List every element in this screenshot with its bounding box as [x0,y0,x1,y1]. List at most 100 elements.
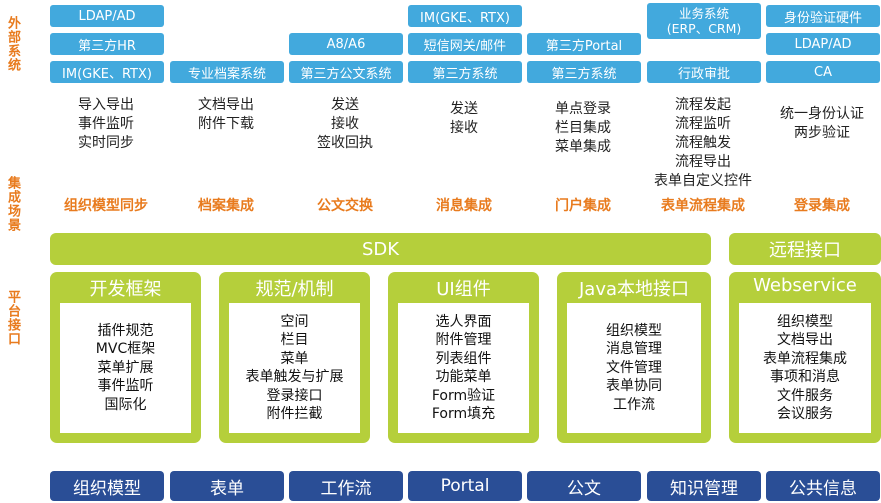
scenario-label: 档案集成 [198,198,254,214]
scenario-label: 公文交换 [317,198,373,214]
module-item: Form验证 [431,387,496,404]
module-body: 组织模型 文档导出 表单流程集成 事项和消息 文件服务 会议服务 [739,303,871,433]
external-system-pill: 第三方HR [50,33,164,55]
external-system-pill: 第三方公文系统 [289,61,403,83]
nav-button-form[interactable]: 表单 [170,471,284,501]
module-body: 空间 栏目 菜单 表单触发与扩展 登录接口 附件拦截 [229,303,360,433]
external-system-pill: 第三方系统 [527,61,641,83]
feature-list: 文档导出 附件下载 [168,96,284,134]
module-title: 开发框架 [89,279,162,300]
feature-item: 栏目集成 [555,120,611,136]
nav-button-knowledge-management[interactable]: 知识管理 [647,471,761,501]
scenario-label: 消息集成 [436,198,492,214]
external-system-pill: LDAP/AD [50,5,164,27]
feature-item: 签收回执 [317,135,373,151]
nav-button-official-document[interactable]: 公文 [527,471,641,501]
feature-item: 两步验证 [794,125,850,141]
feature-list: 流程发起 流程监听 流程触发 流程导出 表单自定义控件 [645,96,761,191]
module-item: 国际化 [104,396,147,413]
module-dev-framework: 开发框架 插件规范 MVC框架 菜单扩展 事件监听 国际化 [50,272,201,443]
feature-item: 菜单集成 [555,139,611,155]
external-system-pill: LDAP/AD [766,33,880,55]
module-item: 组织模型 [606,322,662,339]
module-spec-mechanism: 规范/机制 空间 栏目 菜单 表单触发与扩展 登录接口 附件拦截 [219,272,370,443]
external-system-pill: CA [766,61,880,83]
module-item: 登录接口 [266,387,323,404]
module-item: 功能菜单 [435,369,492,385]
module-ui-components: UI组件 选人界面 附件管理 列表组件 功能菜单 Form验证 Form填充 [388,272,539,443]
external-system-pill: 身份验证硬件 [766,5,880,27]
external-system-pill: 第三方Portal [527,33,641,55]
side-label-integration-scenarios: 集成场景 [5,176,20,232]
module-item: 选人界面 [435,313,492,330]
module-item: 菜单 [280,350,309,367]
side-label-platform-interfaces: 平台接口 [5,290,20,346]
module-title: Java本地接口 [578,279,690,300]
external-system-pill: A8/A6 [289,33,403,55]
module-body: 插件规范 MVC框架 菜单扩展 事件监听 国际化 [60,303,191,433]
module-java-local-interface: Java本地接口 组织模型 消息管理 文件管理 表单协同 工作流 [557,272,711,443]
remote-interface-bar: 远程接口 [729,233,881,265]
module-item: 列表组件 [435,350,492,367]
nav-button-workflow[interactable]: 工作流 [289,471,403,501]
scenario-label: 登录集成 [794,198,850,214]
module-item: 工作流 [613,396,655,413]
module-item: MVC框架 [95,341,156,358]
module-item: 菜单扩展 [97,359,154,376]
feature-item: 附件下载 [198,116,254,132]
external-system-pill: 专业档案系统 [170,61,284,83]
feature-item: 单点登录 [555,101,611,117]
module-item: 文件管理 [606,359,662,376]
external-system-pill: 第三方系统 [408,61,522,83]
sdk-bar: SDK [50,233,711,265]
feature-item: 流程触发 [675,135,731,151]
module-item: 插件规范 [97,322,154,339]
scenario-label: 门户集成 [555,198,611,214]
feature-item: 接收 [331,116,359,132]
module-item: 会议服务 [777,406,833,422]
feature-item: 实时同步 [78,135,134,151]
external-system-pill: IM(GKE、RTX) [408,5,522,27]
module-item: 事件监听 [97,378,154,395]
feature-list: 发送 接收 [406,100,522,138]
side-label-external-systems: 外部系统 [5,16,20,72]
feature-item: 流程发起 [675,97,731,113]
feature-item: 接收 [450,120,478,136]
module-item: 事项和消息 [770,369,840,385]
feature-item: 表单自定义控件 [654,173,752,189]
module-title: Webservice [753,275,857,296]
module-body: 组织模型 消息管理 文件管理 表单协同 工作流 [567,303,701,433]
external-system-pill: IM(GKE、RTX) [50,61,164,83]
feature-item: 文档导出 [198,97,254,113]
nav-button-org-model[interactable]: 组织模型 [50,471,164,501]
module-item: Form填充 [431,406,496,422]
module-item: 空间 [280,313,309,330]
feature-item: 发送 [450,101,478,117]
feature-list: 导入导出 事件监听 实时同步 [48,96,164,153]
feature-item: 流程监听 [675,116,731,132]
module-item: 文件服务 [777,387,833,404]
module-item: 表单流程集成 [763,350,847,367]
feature-list: 单点登录 栏目集成 菜单集成 [525,100,641,157]
external-system-pill: 业务系统 (ERP、CRM) [647,3,761,39]
scenario-label: 组织模型同步 [64,198,148,214]
scenario-label: 表单流程集成 [661,198,745,214]
feature-item: 流程导出 [675,154,731,170]
external-system-pill: 行政审批 [647,61,761,83]
feature-list: 统一身份认证 两步验证 [764,105,880,143]
module-title: UI组件 [436,279,491,300]
module-item: 附件拦截 [266,406,323,422]
module-body: 选人界面 附件管理 列表组件 功能菜单 Form验证 Form填充 [398,303,529,433]
module-item: 组织模型 [777,313,833,330]
feature-list: 发送 接收 签收回执 [287,96,403,153]
module-webservice: Webservice 组织模型 文档导出 表单流程集成 事项和消息 文件服务 会… [729,272,881,443]
module-item: 消息管理 [606,341,662,358]
feature-item: 导入导出 [78,97,134,113]
nav-button-portal[interactable]: Portal [408,471,522,501]
module-item: 表单协同 [606,378,662,395]
module-item: 栏目 [280,332,309,348]
module-item: 附件管理 [435,332,492,348]
external-system-pill: 短信网关/邮件 [408,33,522,55]
feature-item: 统一身份认证 [780,106,864,122]
nav-button-public-information[interactable]: 公共信息 [766,471,880,501]
